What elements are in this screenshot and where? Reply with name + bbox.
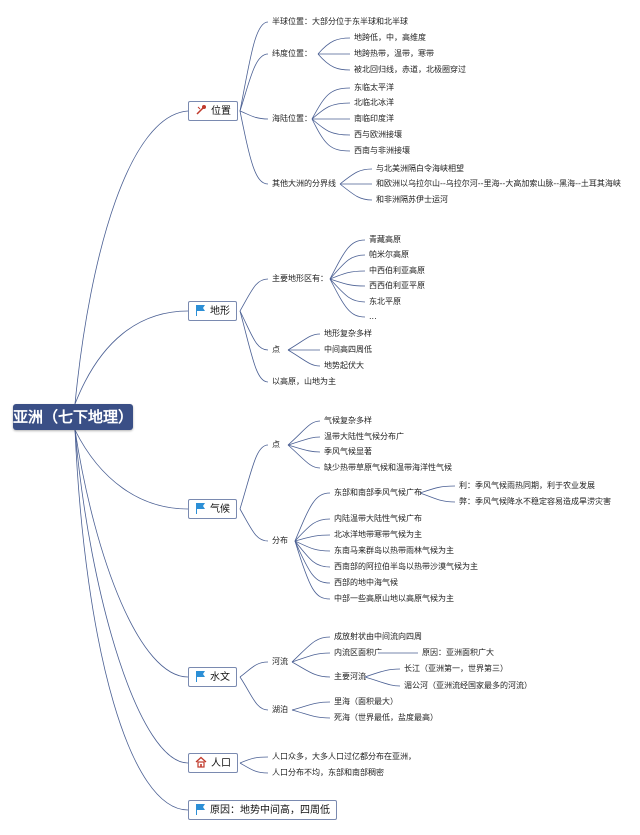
link-root-hydro [74,429,189,678]
pin-icon [196,105,206,115]
flag-icon [196,804,205,815]
climate-feature-item: 温带大陆性气候分布广 [324,432,404,441]
terrain-main-item: 帕米尔高原 [369,250,409,259]
position-latitude-label: 纬度位置： [272,49,312,58]
position-hemisphere: 半球位置：大部分位于东半球和北半球 [272,17,408,26]
node-hydro[interactable]: 水文 [188,667,237,687]
position-sea-land-label: 海陆位置： [272,114,312,123]
terrain-main-item: 青藏高原 [369,235,401,244]
terrain-feature-item: 中间高四周低 [324,345,372,354]
position-latitude-item: 被北回归线，赤道，北极圈穿过 [354,65,466,74]
position-latitude-item: 地跨热带，温带，寒带 [354,49,434,58]
position-sea-land-item: 南临印度洋 [354,114,394,123]
population-item: 人口众多，大多人口过亿都分布在亚洲， [272,752,416,761]
hydro-lake-label: 湖泊 [272,705,288,714]
position-latitude-item: 地跨低，中，高维度 [354,33,426,42]
flag-icon [196,671,205,682]
position-sea-land-item: 北临北冰洋 [354,98,394,107]
climate-dist-label: 分布 [272,536,288,545]
climate-dist-item: 北冰洋地带寒带气候为主 [334,530,422,539]
terrain-main-label: 主要地形区有： [272,274,328,283]
node-population[interactable]: 人口 [188,753,238,773]
hydro-inland: 内流区面积广 [334,648,382,657]
node-reason[interactable]: 原因：地势中间高，四周低 [188,800,337,820]
hydro-main-label: 主要河流 [334,672,366,681]
climate-pro: 利：季风气候雨热同期，利于农业发展 [459,481,595,490]
terrain-main-item: 中西伯利亚高原 [369,266,425,275]
position-boundary-item: 和非洲隔苏伊士运河 [376,195,448,204]
position-sea-land-item: 西与欧洲接壤 [354,130,402,139]
climate-feature-item: 季风气候显著 [324,447,372,456]
terrain-main-item: ... [369,312,377,321]
hydro-reason: 原因：亚洲面积广大 [422,648,494,657]
terrain-feature-item: 地形复杂多样 [324,329,372,338]
terrain-feature-item: 地势起伏大 [324,361,364,370]
hydro-river-item: 长江（亚洲第一，世界第三） [404,664,508,673]
position-boundary-label: 其他大洲的分界线 [272,179,336,188]
position-boundary-item: 和欧洲以乌拉尔山--乌拉尔河--里海--大高加索山脉--黑海--土耳其海峡 [376,179,621,188]
node-hydro-label: 水文 [210,672,230,683]
climate-dist-item: 中部一些高原山地以高原气候为主 [334,594,454,603]
hydro-lake-item: 里海（面积最大） [334,697,398,706]
flag-icon [196,305,205,316]
flag-icon [196,503,205,514]
node-position-label: 位置 [211,106,231,117]
hydro-river-item: 湄公河（亚洲流经国家最多的河流） [404,681,532,690]
climate-feature-label: 点 [272,440,280,449]
link-root-position [74,110,189,405]
link-root-reason [74,429,189,811]
hydro-radial: 成放射状由中间流向四周 [334,632,422,641]
terrain-feature-label: 点 [272,345,280,354]
climate-feature-item: 缺少热带草原气候和温带海洋性气候 [324,463,452,472]
node-position[interactable]: 位置 [188,101,238,121]
position-boundary-item: 与北美洲隔白令海峡相望 [376,164,464,173]
terrain-main-item: 西西伯利亚平原 [369,281,425,290]
node-population-label: 人口 [211,758,231,769]
climate-dist-item: 内陆温带大陆性气候广布 [334,514,422,523]
link-root-climate [74,429,189,510]
climate-dist-item: 西部的地中海气候 [334,578,398,587]
position-sea-land-item: 西南与非洲接壤 [354,146,410,155]
node-climate-label: 气候 [210,504,230,515]
node-climate[interactable]: 气候 [188,499,237,519]
population-item: 人口分布不均，东部和南部稠密 [272,768,384,777]
position-sea-land-item: 东临太平洋 [354,83,394,92]
root-node[interactable]: 亚洲（七下地理） [13,404,133,430]
climate-dist-item: 西南部的阿拉伯半岛以热带沙漠气候为主 [334,562,478,571]
node-reason-label: 原因：地势中间高，四周低 [210,805,330,816]
climate-monsoon: 东部和南部季风气候广布 [334,488,422,497]
hydro-lake-item: 死海（世界最低，盐度最高） [334,713,438,722]
home-icon [195,756,207,768]
link-root-population [74,429,189,764]
link-root-terrain [74,310,189,405]
climate-feature-item: 气候复杂多样 [324,416,372,425]
climate-dist-item: 东南马来群岛以热带雨林气候为主 [334,546,454,555]
hydro-river-label: 河流 [272,657,288,666]
terrain-summary: 以高原，山地为主 [272,377,336,386]
node-terrain-label: 地形 [210,306,230,317]
node-terrain[interactable]: 地形 [188,301,237,321]
terrain-main-item: 东北平原 [369,297,401,306]
climate-con: 弊：季风气候降水不稳定容易造成旱涝灾害 [459,497,611,506]
